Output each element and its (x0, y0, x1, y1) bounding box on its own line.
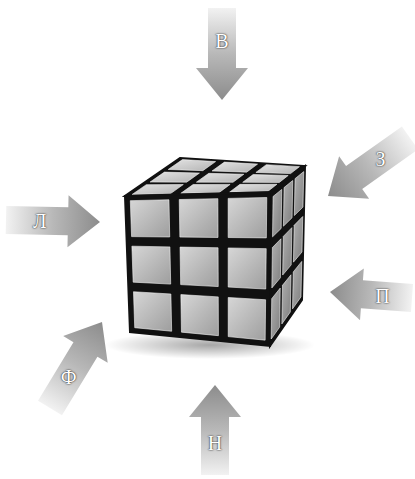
cube-front-face (125, 192, 272, 346)
cube-sticker (228, 297, 265, 340)
cube-sticker (180, 247, 218, 286)
cube-sticker (150, 172, 199, 182)
face-letter: З (375, 149, 385, 169)
cube-sticker (272, 239, 281, 288)
face-letter: Н (208, 433, 222, 453)
cube-sticker (168, 160, 215, 171)
cube-sticker (228, 248, 266, 289)
direction-arrow (5, 194, 100, 248)
direction-arrow (196, 8, 248, 100)
cube-sticker (181, 295, 219, 336)
cube-sticker (283, 181, 292, 227)
cube-sticker (130, 200, 169, 237)
cube-sticker (271, 288, 280, 339)
cube-sticker (133, 292, 171, 332)
direction-arrow (328, 266, 414, 324)
rubiks-cube (125, 158, 305, 346)
cube-sticker (282, 275, 291, 324)
cube-sticker (228, 198, 267, 238)
cube-sticker (132, 246, 171, 284)
face-letter: Л (33, 211, 47, 231)
cube-sticker (196, 173, 243, 182)
direction-arrow (313, 117, 415, 217)
cube-sticker (293, 217, 302, 263)
cube-sticker (293, 261, 302, 308)
direction-arrow (189, 385, 241, 475)
direction-arrow (28, 309, 124, 422)
arrows (5, 8, 415, 475)
cube-right-face (270, 166, 305, 346)
face-letter: В (215, 31, 228, 51)
face-letter: Ф (61, 367, 77, 387)
cube-sticker (243, 175, 288, 183)
cube-sticker (132, 185, 183, 195)
face-letter: П (375, 286, 389, 306)
cube-sticker (294, 172, 303, 216)
cube-sticker (212, 162, 257, 172)
cube-sticker (283, 228, 292, 275)
cube-sticker (273, 189, 282, 236)
cube-sticker (230, 184, 277, 192)
cube-sticker (179, 199, 218, 238)
cube-sticker (181, 184, 230, 193)
cube-sticker (256, 165, 300, 174)
